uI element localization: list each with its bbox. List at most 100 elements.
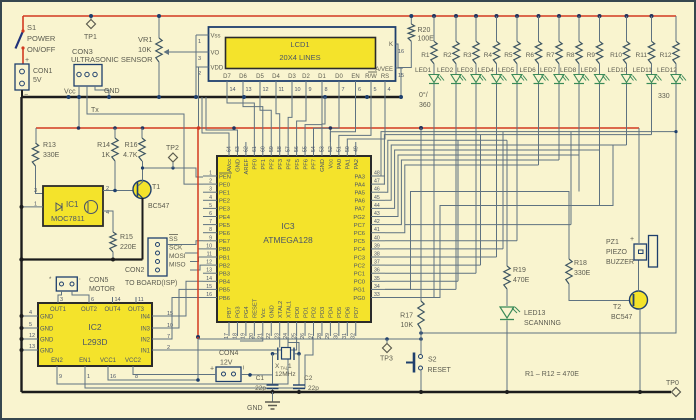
svg-text:C2: C2	[304, 375, 313, 382]
svg-text:10: 10	[295, 87, 301, 93]
svg-text:20X4 LINES: 20X4 LINES	[279, 53, 320, 62]
svg-text:Vcc: Vcc	[261, 308, 267, 318]
svg-text:PA6: PA6	[354, 199, 365, 205]
svg-text:RESET: RESET	[253, 298, 259, 318]
svg-text:PC6: PC6	[354, 231, 365, 237]
svg-text:16: 16	[398, 49, 404, 55]
svg-text:D5: D5	[256, 74, 264, 80]
svg-text:Tx: Tx	[91, 107, 99, 114]
svg-text:PD3: PD3	[320, 307, 326, 318]
svg-text:Vss: Vss	[211, 34, 221, 40]
svg-text:330: 330	[658, 93, 670, 100]
svg-text:3: 3	[198, 56, 201, 62]
svg-text:GND: GND	[269, 305, 275, 318]
svg-text:POWER: POWER	[27, 34, 56, 43]
svg-text:59: 59	[269, 146, 275, 152]
svg-text:6: 6	[91, 297, 94, 303]
svg-text:PC7: PC7	[354, 223, 365, 229]
svg-text:5V: 5V	[33, 77, 42, 84]
svg-text:1K: 1K	[101, 152, 110, 159]
svg-text:GND: GND	[236, 159, 242, 172]
svg-text:45: 45	[374, 195, 380, 201]
svg-text:AVcc: AVcc	[227, 159, 233, 172]
svg-text:55: 55	[303, 146, 309, 152]
svg-text:PB1: PB1	[219, 255, 230, 261]
svg-text:2: 2	[198, 71, 201, 77]
svg-text:14: 14	[115, 297, 121, 303]
svg-text:21: 21	[258, 333, 264, 339]
svg-text:TO BOARD(ISP): TO BOARD(ISP)	[125, 280, 177, 287]
svg-text:EN1: EN1	[79, 358, 91, 364]
svg-text:PF4: PF4	[286, 158, 292, 169]
svg-text:R1 – R12 = 470E: R1 – R12 = 470E	[525, 371, 579, 378]
svg-text:OUT1: OUT1	[50, 307, 67, 313]
svg-text:+: +	[210, 366, 214, 373]
svg-text:CON2: CON2	[125, 267, 145, 274]
svg-text:330E: 330E	[43, 152, 60, 159]
svg-text:Vcc: Vcc	[64, 89, 76, 96]
svg-text:PG0: PG0	[353, 296, 365, 302]
svg-text:PC2: PC2	[354, 263, 365, 269]
svg-text:MOC7811: MOC7811	[51, 214, 85, 223]
svg-text:34: 34	[374, 284, 380, 290]
svg-text:37: 37	[374, 260, 380, 266]
svg-text:R8: R8	[566, 52, 575, 59]
svg-text:D3: D3	[288, 74, 296, 80]
svg-text:GND: GND	[40, 315, 54, 321]
svg-text:SCANNING: SCANNING	[524, 320, 561, 327]
svg-text:LED5: LED5	[498, 67, 515, 74]
svg-text:GND: GND	[247, 405, 263, 412]
svg-text:VR1: VR1	[138, 35, 153, 44]
svg-text:36: 36	[374, 268, 380, 274]
svg-text:PA5: PA5	[354, 191, 365, 197]
svg-text:42: 42	[374, 219, 380, 225]
svg-text:20: 20	[249, 333, 255, 339]
svg-text:D7: D7	[223, 74, 231, 80]
svg-text:PD0: PD0	[295, 307, 301, 318]
svg-text:PG1: PG1	[353, 288, 365, 294]
svg-text:R2: R2	[443, 52, 452, 59]
svg-text:PE5: PE5	[219, 223, 230, 229]
svg-text:27: 27	[308, 333, 314, 339]
svg-text:IN2: IN2	[141, 338, 151, 344]
svg-text:PE6: PE6	[219, 231, 230, 237]
svg-text:OUT4: OUT4	[104, 307, 121, 313]
svg-text:OUT2: OUT2	[81, 307, 98, 313]
svg-text:D2: D2	[302, 74, 310, 80]
svg-text:18: 18	[232, 333, 238, 339]
svg-text:35: 35	[374, 276, 380, 282]
svg-text:PF7: PF7	[312, 159, 318, 170]
svg-text:R7: R7	[546, 52, 555, 59]
svg-text:C1: C1	[256, 375, 265, 382]
svg-text:K: K	[389, 42, 393, 48]
svg-text:54: 54	[311, 146, 317, 152]
svg-text:PF3: PF3	[278, 159, 284, 170]
svg-text:52: 52	[328, 146, 334, 152]
svg-text:1: 1	[87, 374, 90, 380]
svg-text:61: 61	[252, 146, 258, 152]
svg-text:29: 29	[325, 333, 331, 339]
svg-text:62: 62	[243, 146, 249, 152]
svg-text:TP3: TP3	[380, 356, 393, 363]
svg-text:5: 5	[29, 322, 32, 328]
svg-text:IC3: IC3	[281, 221, 295, 231]
svg-text:PE2: PE2	[219, 199, 230, 205]
svg-text:SCK: SCK	[169, 245, 183, 252]
svg-text:R6: R6	[526, 52, 535, 59]
svg-text:60: 60	[260, 146, 266, 152]
svg-text:IN1: IN1	[141, 349, 151, 355]
svg-text:7: 7	[342, 87, 345, 93]
svg-text:PE4: PE4	[219, 215, 231, 221]
svg-text:S1: S1	[27, 23, 36, 32]
svg-text:12: 12	[206, 260, 212, 266]
svg-text:22p: 22p	[308, 385, 319, 392]
svg-text:10K: 10K	[401, 322, 414, 329]
svg-text:39: 39	[374, 243, 380, 249]
svg-text:R9: R9	[587, 52, 596, 59]
svg-text:PA3: PA3	[354, 174, 365, 180]
svg-text:47: 47	[374, 179, 380, 185]
svg-text:GND: GND	[320, 159, 326, 172]
svg-text:L293D: L293D	[82, 337, 107, 347]
svg-text:24: 24	[283, 333, 289, 339]
svg-text:PC5: PC5	[354, 239, 365, 245]
